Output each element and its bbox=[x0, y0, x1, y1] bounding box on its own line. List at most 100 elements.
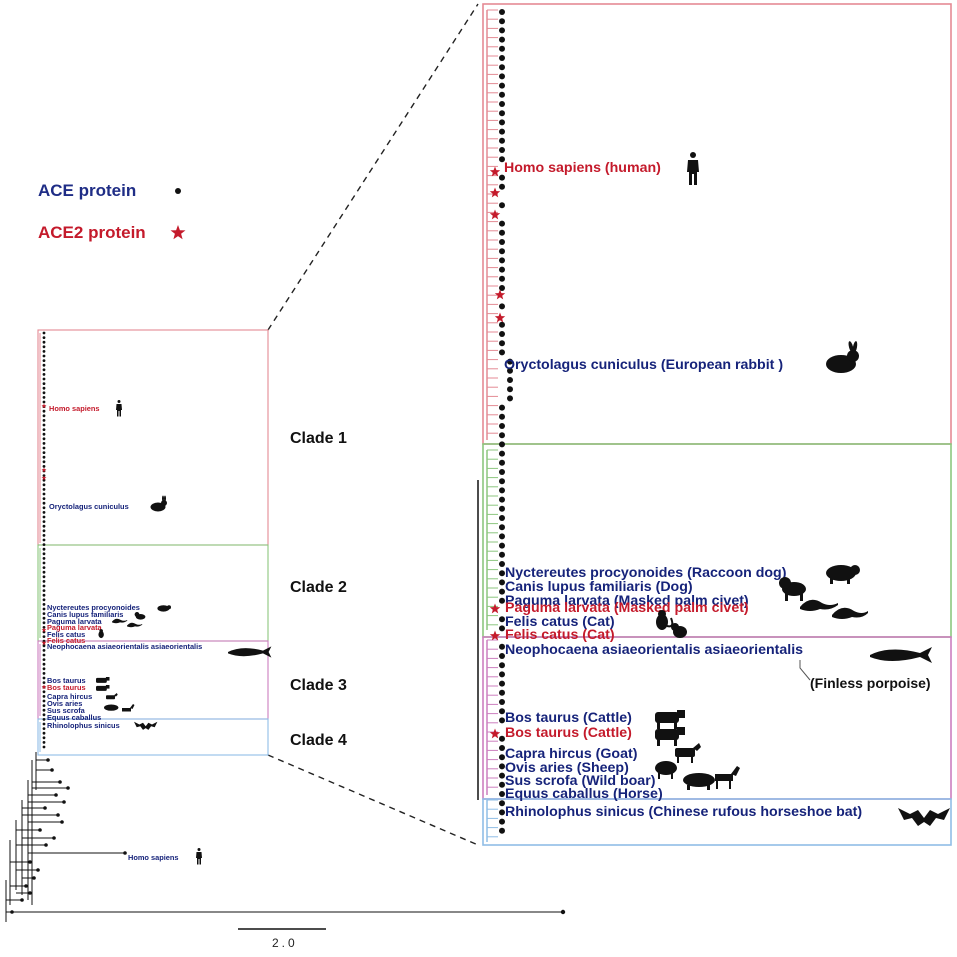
ace-tip-dot bbox=[42, 690, 46, 694]
cat-icon bbox=[671, 623, 687, 638]
zoom-label-oryctolagus: Oryctolagus cuniculus (European rabbit ) bbox=[504, 357, 783, 373]
ace-tip-dot bbox=[42, 603, 46, 606]
ace-tip-dot bbox=[499, 818, 505, 825]
ace-tip-dot bbox=[42, 437, 46, 441]
ace-tip-dot bbox=[499, 827, 505, 834]
raccoon-dog-icon bbox=[826, 565, 860, 584]
ace-tip-dot bbox=[499, 45, 505, 52]
bat-icon bbox=[134, 721, 158, 730]
ace-tip-dot bbox=[42, 350, 46, 353]
ace-tip-dot bbox=[42, 543, 46, 546]
ace-tip-dot bbox=[499, 331, 505, 337]
ace2-tip-star bbox=[489, 603, 501, 614]
ace-tip-dot bbox=[42, 662, 46, 666]
zoom-label-rhinolophus: Rhinolophus sinicus (Chinese rufous hors… bbox=[505, 804, 862, 820]
boar-icon bbox=[683, 773, 715, 790]
ace-tip-dot bbox=[52, 836, 56, 840]
ace-tip-dot bbox=[499, 735, 505, 742]
ace-tip-dot bbox=[42, 708, 46, 712]
ace2-tip-star bbox=[494, 289, 506, 300]
zoom-silhouettes bbox=[655, 152, 950, 826]
zoom-tree-branches bbox=[477, 9, 498, 842]
ace-tip-dot bbox=[42, 658, 46, 661]
ace2-tip-star bbox=[41, 627, 47, 633]
ace-tip-dot bbox=[499, 561, 505, 567]
zoom-label-bos-ace2: Bos taurus (Cattle) bbox=[505, 725, 632, 741]
ace-tip-dot bbox=[499, 183, 505, 190]
legend: ACE protein ACE2 protein bbox=[38, 181, 186, 242]
ace-tip-dot bbox=[499, 275, 505, 282]
ace-tip-dot bbox=[42, 340, 46, 344]
ace-tip-dot bbox=[42, 584, 46, 588]
ace-tip-dot bbox=[42, 400, 46, 404]
ace-tip-dot bbox=[499, 82, 505, 89]
civet-icon bbox=[112, 618, 128, 624]
zoom-label-nyctereutes: Nyctereutes procyonoides (Raccoon dog) bbox=[505, 565, 787, 581]
zoom-connector-bottom bbox=[267, 754, 479, 846]
ace-tip-dot bbox=[499, 625, 505, 632]
horse-icon bbox=[715, 766, 740, 789]
ace-tip-dot bbox=[499, 349, 505, 356]
ace-tip-dot bbox=[42, 561, 46, 565]
human-icon bbox=[116, 400, 122, 417]
ace-tip-dot bbox=[28, 891, 32, 895]
ace-tip-dot bbox=[499, 423, 505, 429]
ace-tip-dot bbox=[42, 566, 46, 569]
zoom-label-homo-sapiens: Homo sapiens (human) bbox=[504, 160, 661, 176]
ace-tip-dot bbox=[42, 653, 46, 657]
small-label-oryctolagus: Oryctolagus cuniculus bbox=[49, 502, 129, 511]
ace-tip-dot bbox=[499, 579, 505, 586]
ace-tip-dot bbox=[499, 202, 505, 209]
ace-tip-dot bbox=[42, 676, 46, 680]
ace-tip-dot bbox=[42, 534, 46, 537]
scale-bar-label: 2.0 bbox=[272, 936, 298, 950]
porpoise-icon bbox=[228, 646, 272, 658]
ace-tip-dot bbox=[42, 593, 46, 597]
ace-tip-dot bbox=[499, 643, 505, 650]
ace-tip-dot bbox=[499, 413, 505, 420]
ace-tip-dot bbox=[32, 876, 36, 880]
ace2-tip-star bbox=[41, 640, 47, 646]
ace-tip-dot bbox=[42, 497, 46, 500]
ace-tip-dot bbox=[42, 391, 46, 395]
ace-tip-dot bbox=[499, 487, 505, 494]
ace-tip-dot bbox=[499, 496, 505, 503]
ace-tip-dot bbox=[42, 336, 46, 339]
small-label-felis-ace: Felis catus bbox=[47, 630, 85, 639]
ace-tip-dot bbox=[42, 373, 46, 376]
small-label-bos-ace2: Bos taurus bbox=[47, 683, 86, 692]
zoom-clade-1-box bbox=[482, 3, 952, 445]
ace-tip-dot bbox=[499, 239, 505, 245]
zoom-label-ovis: Ovis aries (Sheep) bbox=[505, 760, 629, 776]
ace-tip-dot bbox=[10, 910, 14, 914]
ace-tip-dot bbox=[42, 547, 46, 551]
ace2-tip-star bbox=[489, 728, 501, 739]
ace-tip-dot bbox=[42, 488, 46, 491]
civet-icon bbox=[800, 599, 838, 611]
small-label-equus: Equus caballus bbox=[47, 713, 101, 722]
zoom-label-paguma-ace2: Paguma larvata (Masked palm civet) bbox=[505, 600, 749, 616]
ace-tip-dot bbox=[42, 644, 46, 648]
ace-tip-dot bbox=[66, 786, 70, 790]
ace-tip-dot bbox=[38, 828, 42, 832]
ace-tip-dot bbox=[499, 303, 505, 310]
ace-tip-dot bbox=[42, 649, 46, 652]
ace-tip-dot bbox=[20, 898, 24, 902]
ace-tip-dot bbox=[42, 455, 46, 459]
ace-tip-dot bbox=[499, 147, 505, 153]
ace-tip-dot bbox=[42, 672, 46, 675]
ace-tip-dot bbox=[499, 64, 505, 71]
ace-tip-dot bbox=[499, 699, 505, 705]
ace-tip-dot bbox=[42, 428, 46, 431]
ace-tip-dot bbox=[499, 680, 505, 687]
ace-tip-dot bbox=[499, 781, 505, 788]
ace-tip-dot bbox=[499, 404, 505, 411]
ace-tip-dot bbox=[36, 868, 40, 872]
ace-tip-dot bbox=[499, 533, 505, 540]
ace-tip-dot bbox=[60, 820, 64, 824]
ace-tip-dot bbox=[499, 524, 505, 531]
ace-tip-dot bbox=[42, 368, 46, 372]
ace-tip-dot bbox=[499, 340, 505, 347]
ace-tip-dot bbox=[43, 806, 47, 810]
